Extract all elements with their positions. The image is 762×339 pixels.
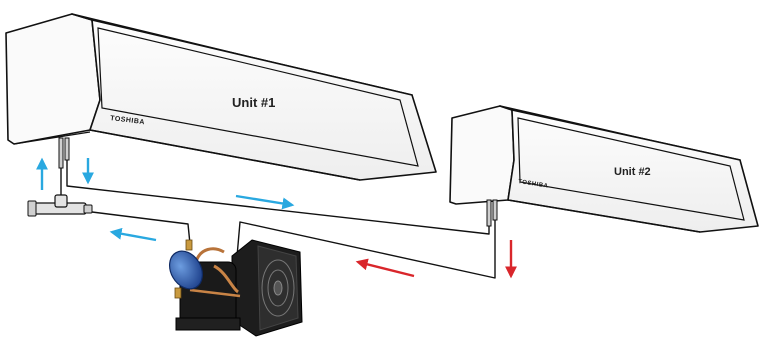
- pipe-tee-to-drier: [92, 212, 190, 244]
- unit-2-side: [450, 106, 514, 204]
- supply-arrow-right: [236, 196, 292, 205]
- unit-1-label: Unit #1: [232, 95, 275, 110]
- unit-1: Unit #1 TOSHIBA: [6, 14, 436, 180]
- unit-1-side: [6, 14, 100, 144]
- return-arrow-left: [358, 262, 414, 276]
- condensing-unit-icon: [163, 240, 302, 336]
- unit-2-label: Unit #2: [614, 166, 651, 178]
- pipe-tee-icon: [28, 195, 92, 216]
- unit-2: Unit #2 TOSHIBA: [450, 106, 758, 232]
- supply-arrow-left: [112, 232, 156, 240]
